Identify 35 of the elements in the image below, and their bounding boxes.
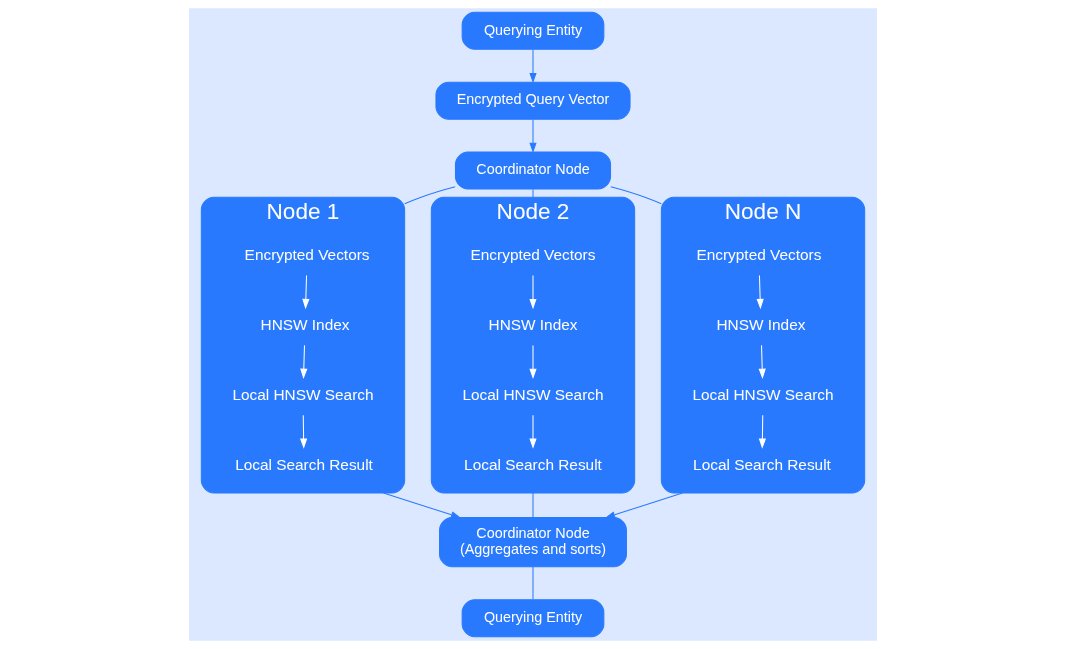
arrow — [299, 344, 307, 379]
node-text: HNSW Index — [488, 316, 577, 334]
node-text: HNSW Index — [715, 316, 805, 334]
arrow — [528, 118, 537, 154]
node-box: Querying Entity — [461, 11, 604, 50]
connector — [609, 186, 662, 205]
node-box: Querying Entity — [461, 599, 604, 638]
node-text: Encrypted Vectors — [244, 246, 370, 264]
arrow — [758, 414, 766, 449]
arrow — [528, 275, 537, 310]
connector — [532, 188, 533, 198]
arrow — [299, 414, 307, 449]
arrow — [758, 344, 766, 379]
connector — [532, 566, 533, 600]
node-text: Local HNSW Search — [231, 385, 374, 403]
node-text: HNSW Index — [260, 316, 350, 334]
node-text: Local Search Result — [234, 455, 373, 473]
arrow — [756, 275, 764, 310]
node-text: Encrypted Vectors — [470, 246, 595, 264]
connector — [403, 186, 456, 205]
node-box: Coordinator Node (Aggregates and sorts) — [438, 517, 627, 568]
node-box: Encrypted Query Vector — [434, 81, 631, 120]
node-text: Encrypted Vectors — [695, 246, 821, 264]
node-text: Local Search Result — [463, 455, 602, 473]
arrow — [604, 492, 683, 519]
arrow — [528, 344, 537, 379]
node-box: Coordinator Node — [454, 151, 611, 190]
connector — [532, 492, 533, 518]
node-text: Local Search Result — [692, 455, 831, 473]
arrow — [528, 414, 537, 449]
node-text: Local HNSW Search — [461, 385, 604, 403]
node-text: Local HNSW Search — [691, 385, 834, 403]
arrow — [301, 275, 309, 310]
arrow — [382, 492, 461, 519]
arrow — [528, 49, 537, 84]
